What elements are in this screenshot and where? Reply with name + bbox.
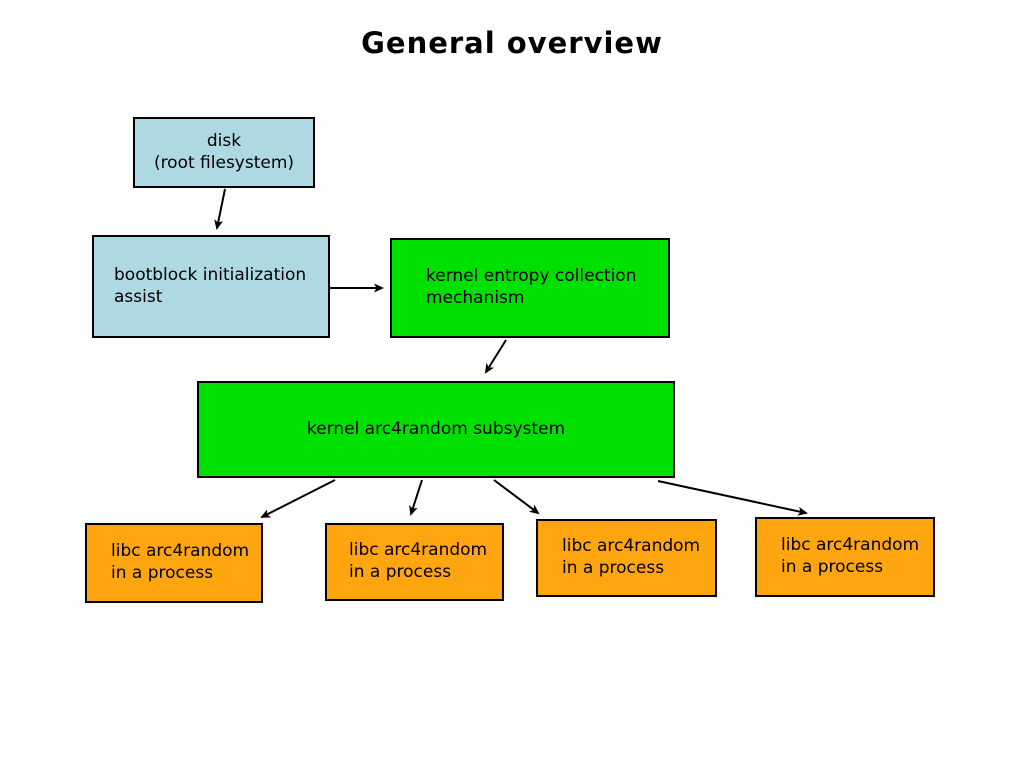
node-entropy-label-line2: mechanism	[426, 288, 525, 308]
node-disk: disk (root filesystem)	[133, 117, 315, 188]
arrow-disk-to-bootblock	[214, 188, 226, 230]
node-libc3-label-line1: libc arc4random	[562, 536, 701, 557]
node-bootblock-initialization-assist: bootblock initialization assist	[92, 235, 330, 338]
node-libc-arc4random-process-2: libc arc4random in a process	[325, 523, 504, 601]
node-bootblock-label-line1: bootblock initialization	[114, 264, 307, 285]
node-libc1-label-line2: in a process	[111, 563, 214, 583]
node-libc3-label-line2: in a process	[562, 558, 665, 578]
node-kernel-entropy-collection: kernel entropy collection mechanism	[390, 238, 670, 338]
node-kernel-arc4random-subsystem: kernel arc4random subsystem	[197, 381, 675, 478]
node-libc4-label-line1: libc arc4random	[781, 535, 920, 556]
node-libc-arc4random-process-4: libc arc4random in a process	[755, 517, 935, 597]
arrow-arc4-to-libc1	[260, 479, 336, 518]
node-libc2-label-line2: in a process	[349, 562, 452, 582]
node-libc-arc4random-process-1: libc arc4random in a process	[85, 523, 263, 603]
node-arc4-label: kernel arc4random subsystem	[306, 418, 566, 439]
node-libc2-label-line1: libc arc4random	[349, 540, 488, 561]
node-disk-label-line1: disk	[206, 130, 242, 151]
diagram-title: General overview	[361, 26, 663, 60]
node-libc1-label-line1: libc arc4random	[111, 541, 250, 562]
node-bootblock-label-line2: assist	[114, 286, 163, 307]
arrow-entropy-to-arc4	[484, 339, 507, 374]
node-entropy-label-line1: kernel entropy collection	[426, 266, 637, 287]
node-disk-label-line2: (root filesystem)	[153, 152, 295, 173]
node-libc4-label-line2: in a process	[781, 557, 884, 577]
arrow-arc4-to-libc3	[493, 479, 540, 515]
arrow-arc4-to-libc4	[657, 480, 808, 516]
node-libc-arc4random-process-3: libc arc4random in a process	[536, 519, 717, 597]
arrow-arc4-to-libc2	[409, 479, 423, 516]
